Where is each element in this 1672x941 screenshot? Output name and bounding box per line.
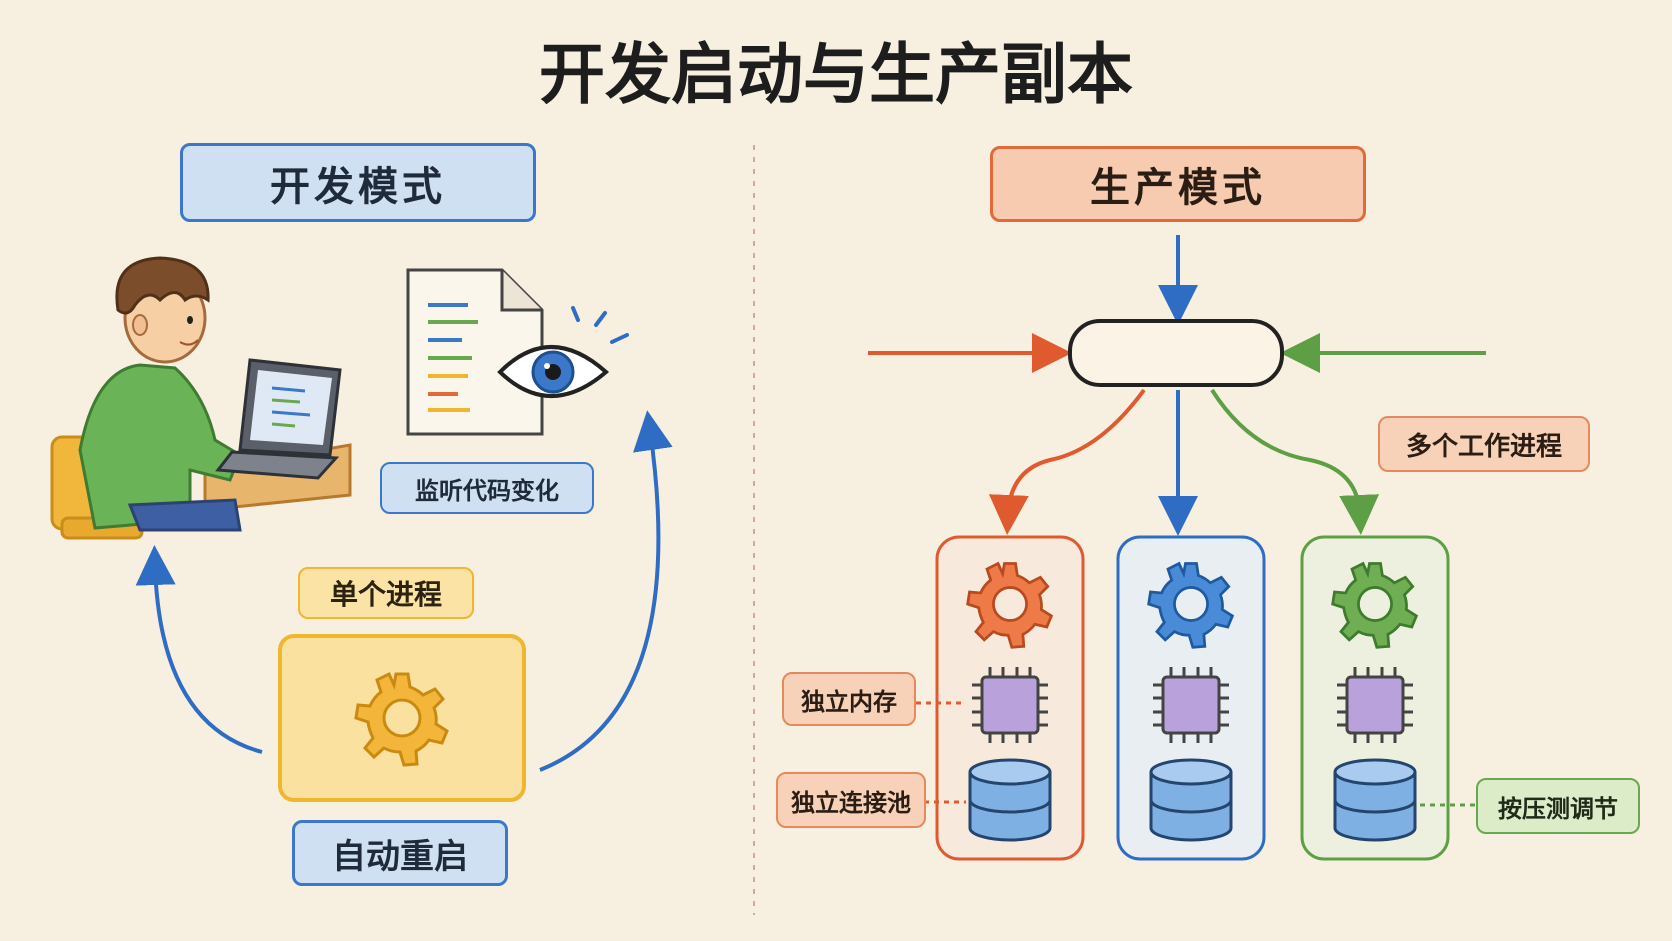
gear-icon xyxy=(354,672,449,767)
gear-icon xyxy=(1147,562,1234,649)
load-balancer-shape xyxy=(1068,319,1284,387)
watch-arrow-right xyxy=(539,410,673,772)
cpu-chip-icon xyxy=(1153,667,1229,743)
watch-changes-label: 监听代码变化 xyxy=(380,462,594,514)
dispatch-arrow-orange xyxy=(988,388,1146,535)
developer-illustration xyxy=(50,256,352,540)
single-process-label: 单个进程 xyxy=(298,567,474,619)
code-document-icon xyxy=(406,268,544,436)
memory-label: 独立内存 xyxy=(782,672,916,726)
workers-label: 多个工作进程 xyxy=(1378,416,1590,472)
dev-mode-heading: 开发模式 xyxy=(180,143,536,222)
cpu-chip-icon xyxy=(1337,667,1413,743)
prod-mode-heading: 生产模式 xyxy=(990,146,1366,222)
database-icon xyxy=(1333,758,1417,842)
database-icon xyxy=(1149,758,1233,842)
gear-icon xyxy=(966,562,1053,649)
page-title: 开发启动与生产副本 xyxy=(539,36,1133,113)
restart-arrow-left xyxy=(135,545,263,754)
database-icon xyxy=(968,758,1052,842)
eye-icon xyxy=(497,306,629,398)
gear-icon xyxy=(1331,562,1418,649)
tuning-label: 按压测调节 xyxy=(1476,778,1640,834)
pool-label: 独立连接池 xyxy=(776,772,926,828)
dispatch-arrow-green xyxy=(1210,388,1380,535)
auto-restart-label: 自动重启 xyxy=(292,820,508,886)
cpu-chip-icon xyxy=(972,667,1048,743)
laptop-icon xyxy=(215,358,342,480)
